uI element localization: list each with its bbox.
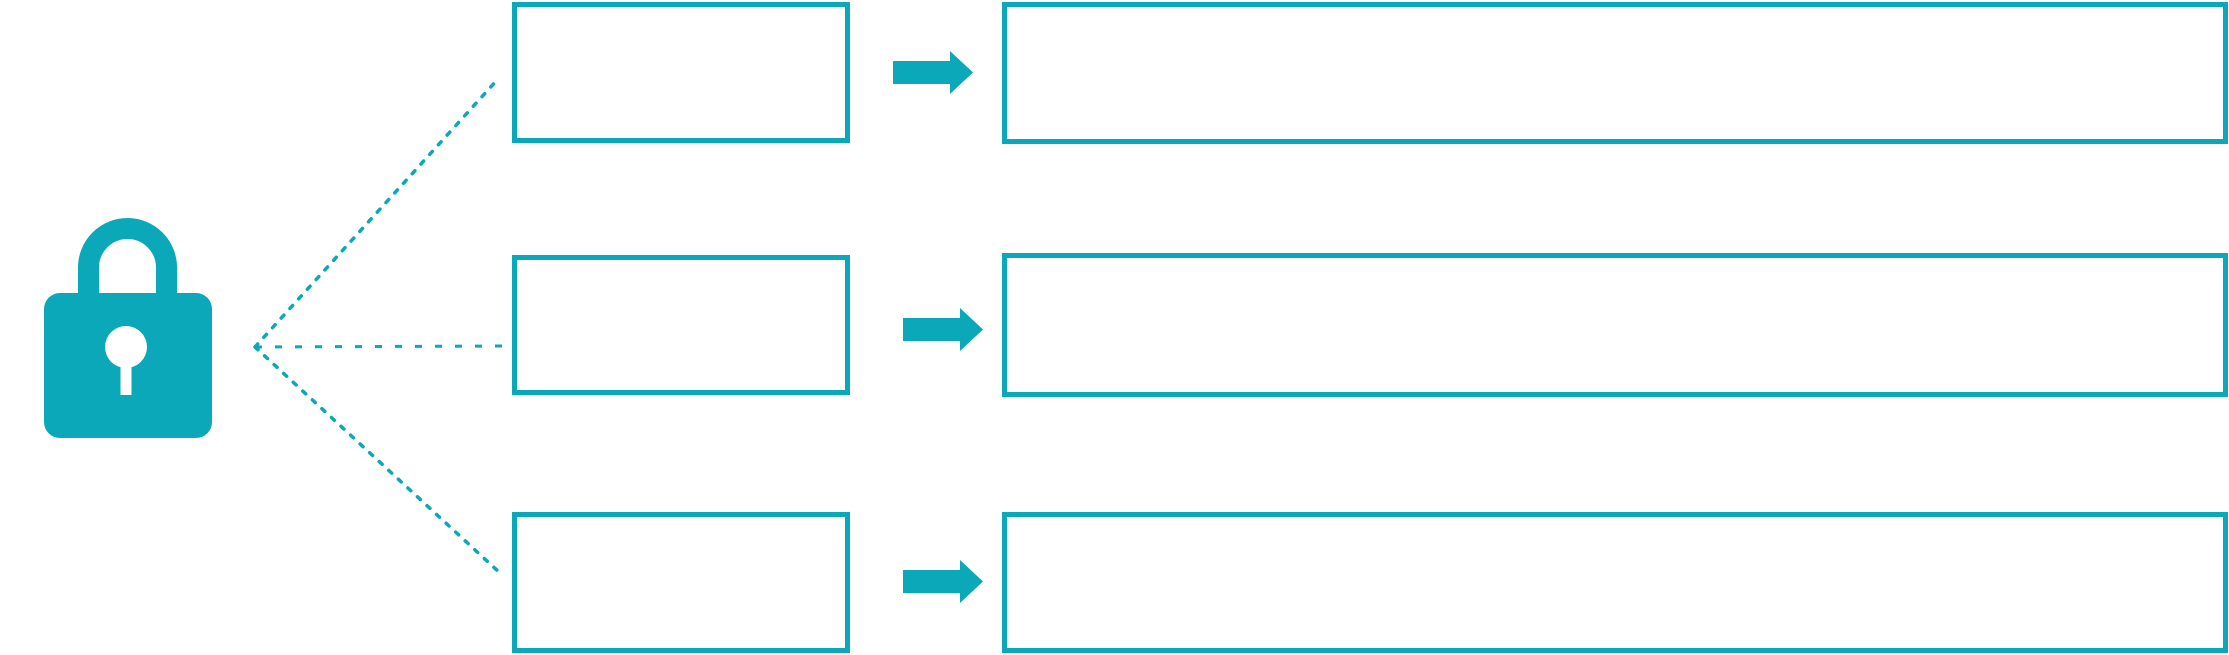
target-box <box>1002 512 2228 653</box>
dotted-connector-line-middle <box>254 344 503 349</box>
target-box <box>1002 2 2228 144</box>
dotted-connector-line-top <box>253 77 500 349</box>
source-box <box>512 2 850 143</box>
right-arrow-icon <box>903 560 983 603</box>
lock-shackle <box>78 218 177 306</box>
target-box <box>1002 253 2228 397</box>
source-box <box>512 255 850 395</box>
lock-icon <box>44 218 212 438</box>
keyhole-circle <box>105 326 147 368</box>
source-box <box>512 512 850 653</box>
keyhole-stem <box>120 359 132 395</box>
dotted-connector-line-bottom <box>253 345 502 575</box>
right-arrow-icon <box>893 51 973 94</box>
right-arrow-icon <box>903 308 983 351</box>
